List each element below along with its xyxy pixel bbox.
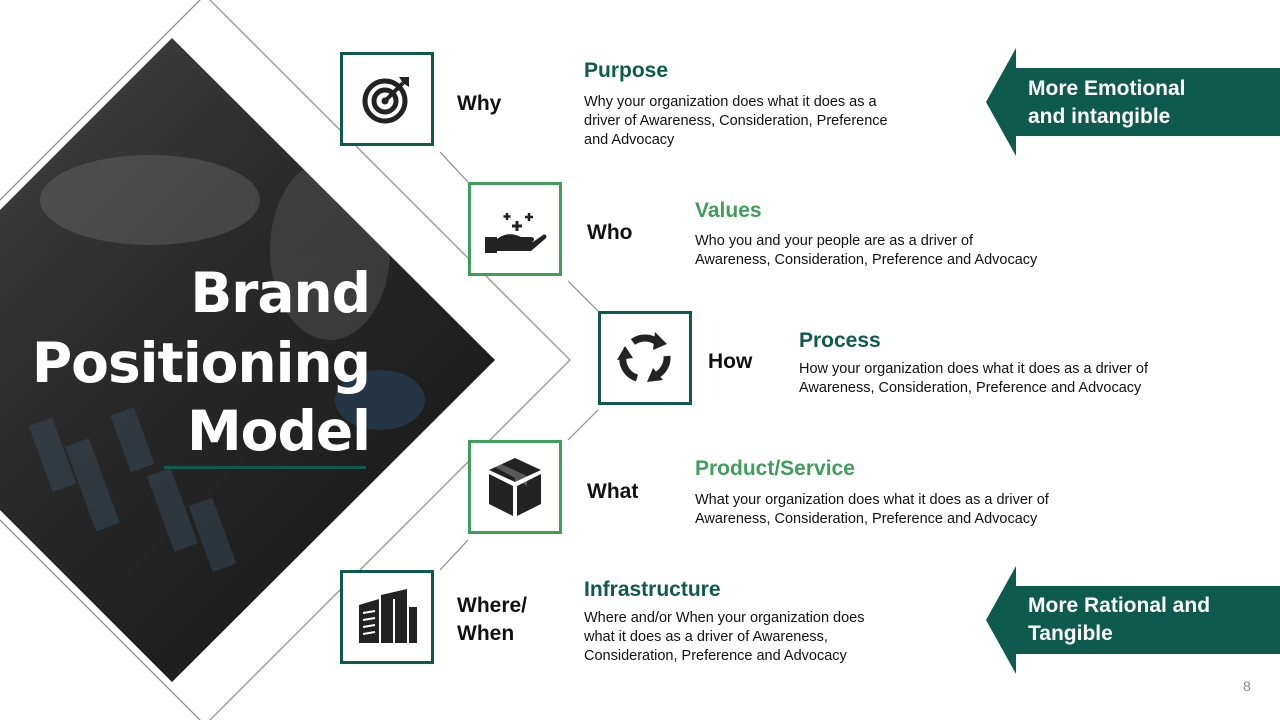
why-icon-box (340, 52, 434, 146)
rational-arrow (986, 566, 1280, 674)
values-title: Values (695, 199, 762, 222)
cycle-arrows-icon (617, 332, 671, 382)
how-label: How (708, 350, 753, 373)
box-icon (489, 458, 541, 516)
values-desc: Who you and your people are as a driver … (695, 233, 1038, 268)
what-icon-box (468, 440, 562, 534)
title-line-2: Positioning (31, 331, 371, 395)
product-service-desc: What your organization does what it does… (695, 492, 1049, 527)
why-label: Why (457, 92, 502, 115)
emotional-arrow-text: More Emotional and intangible (1028, 77, 1186, 128)
title-line-1: Brand (190, 261, 371, 325)
infrastructure-title: Infrastructure (584, 578, 721, 601)
who-icon-box (468, 182, 562, 276)
buildings-icon (359, 589, 417, 643)
diamond-outline (0, 0, 571, 720)
what-label: What (587, 480, 639, 503)
purpose-title: Purpose (584, 59, 669, 82)
product-service-title: Product/Service (695, 457, 855, 480)
title-line-3: Model (186, 399, 371, 463)
rational-arrow-text: More Rational and Tangible (1028, 594, 1211, 645)
target-icon (362, 77, 409, 124)
title-underline (164, 466, 366, 469)
photo-diamond (0, 38, 495, 682)
emotional-arrow (986, 48, 1280, 156)
how-icon-box (598, 311, 692, 405)
purpose-desc: Why your organization does what it does … (584, 94, 888, 148)
process-desc: How your organization does what it does … (799, 361, 1148, 396)
infrastructure-desc: Where and/or When your organization does… (584, 610, 865, 664)
hand-sparkle-icon (485, 213, 547, 253)
page-number: 8 (1243, 678, 1251, 694)
who-label: Who (587, 221, 633, 244)
process-title: Process (799, 329, 881, 352)
where-when-label: Where/ When (457, 594, 528, 645)
where-when-icon-box (340, 570, 434, 664)
